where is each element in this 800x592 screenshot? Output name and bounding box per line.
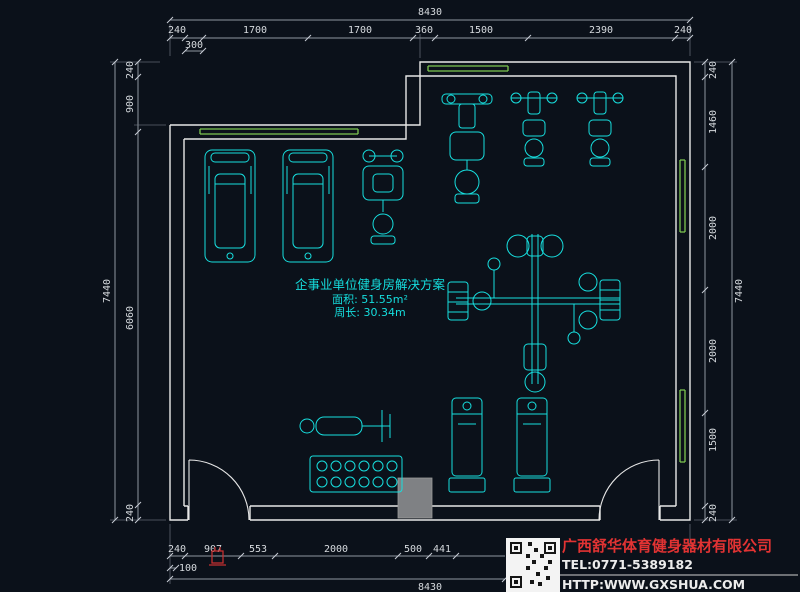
dim-label: 1500 xyxy=(469,25,493,36)
company-web: HTTP:WWW.GXSHUA.COM xyxy=(562,577,745,592)
dim-label: 8430 xyxy=(418,7,442,18)
dim-label: 240 xyxy=(125,61,136,79)
dim-label: 2000 xyxy=(324,544,348,555)
lat-pulldown-machine-icon xyxy=(576,91,624,167)
multi-station-gym-icon xyxy=(447,234,621,393)
plan-perimeter: 周长: 30.34m xyxy=(334,306,405,319)
treadmill-icon xyxy=(204,149,256,263)
dim-label: 240 xyxy=(674,25,692,36)
dim-label: 240 xyxy=(168,544,186,555)
lat-pulldown-machine-icon xyxy=(510,91,558,167)
dim-label: 1460 xyxy=(708,110,719,134)
dim-label: 100 xyxy=(179,563,197,574)
dimension-lines xyxy=(114,19,733,580)
company-name: 广西舒华体育健身器材有限公司 xyxy=(562,537,772,555)
red-stamp-icon xyxy=(209,547,226,566)
dim-label: 2000 xyxy=(708,339,719,363)
dim-label: 7440 xyxy=(102,279,113,303)
dim-label: 8430 xyxy=(418,582,442,592)
plan-title: 企事业单位健身房解决方案 xyxy=(295,277,446,292)
dim-label: 240 xyxy=(708,504,719,522)
plan-title-block: 企事业单位健身房解决方案 面积: 51.55m² 周长: 30.34m xyxy=(295,277,446,319)
vertical-cabinet-icon xyxy=(513,397,551,493)
dim-label: 907 xyxy=(204,544,222,555)
dim-label: 7440 xyxy=(734,279,745,303)
wall-outline xyxy=(169,61,691,521)
dim-label: 360 xyxy=(415,25,433,36)
door-swing xyxy=(188,459,660,521)
dimension-labels: 8430 240 1700 1700 360 1500 2390 240 300… xyxy=(102,7,745,592)
dim-label: 500 xyxy=(404,544,422,555)
window-glazing xyxy=(199,65,686,463)
vertical-cabinet-icon xyxy=(448,397,486,493)
dim-label: 1700 xyxy=(243,25,267,36)
dim-label: 240 xyxy=(168,25,186,36)
dimension-ticks xyxy=(111,16,736,583)
multi-press-machine-icon xyxy=(441,93,493,204)
company-block: 广西舒华体育健身器材有限公司 TEL:0771-5389182 HTTP:WWW… xyxy=(506,537,798,592)
dim-label: 1700 xyxy=(348,25,372,36)
dim-label: 6060 xyxy=(125,306,136,330)
seated-press-machine-icon xyxy=(362,149,404,245)
dim-label: 900 xyxy=(125,95,136,113)
company-tel: TEL:0771-5389182 xyxy=(562,557,693,572)
qr-code-icon xyxy=(506,538,560,592)
dim-label: 1500 xyxy=(708,428,719,452)
plan-area: 面积: 51.55m² xyxy=(332,293,408,306)
dim-label: 300 xyxy=(185,40,203,51)
dim-label: 240 xyxy=(708,61,719,79)
dim-label: 553 xyxy=(249,544,267,555)
dim-label: 441 xyxy=(433,544,451,555)
dumbbell-rack-icon xyxy=(309,455,403,493)
extension-lines xyxy=(110,24,737,584)
dim-label: 240 xyxy=(125,504,136,522)
structural-pillar xyxy=(397,477,433,519)
flat-bench-icon xyxy=(299,410,391,442)
dim-label: 2390 xyxy=(589,25,613,36)
treadmill-icon xyxy=(282,149,334,263)
dim-label: 2000 xyxy=(708,216,719,240)
